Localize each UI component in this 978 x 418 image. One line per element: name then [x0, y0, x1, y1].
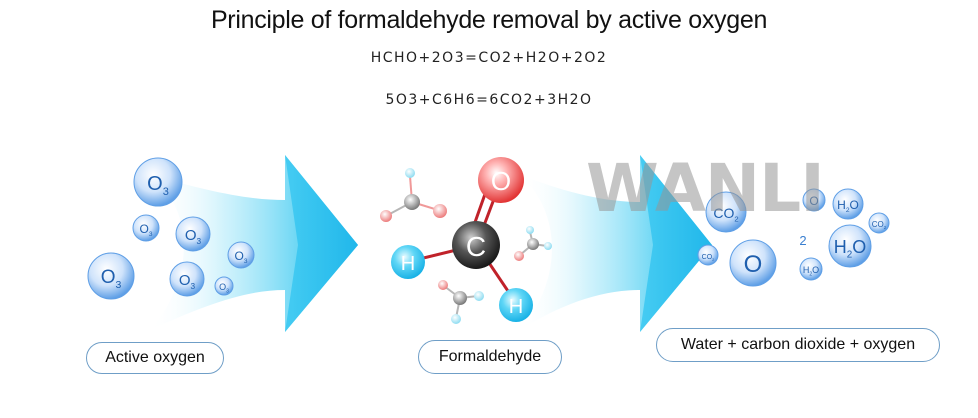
ozone-bubble: O3: [133, 157, 183, 207]
product-label: H2O: [834, 237, 867, 261]
product-label: O: [744, 251, 763, 278]
label-products: Water + carbon dioxide + oxygen: [656, 328, 940, 362]
carbon-atom-label: C: [466, 231, 486, 262]
diagram-title: Principle of formaldehyde removal by act…: [210, 6, 768, 34]
equation-formaldehyde: HCHO+2O3=CO2+H2O+2O2: [370, 50, 608, 66]
hydrogen-atom-right: H: [499, 288, 533, 322]
ozone-bubbles: O3 O3 O3 O3 O3 O3 O3: [87, 157, 255, 300]
carbon-atom: C: [452, 221, 500, 269]
flow-arrow-2: [520, 155, 712, 332]
equation-benzene: 5O3+C6H6=6CO2+3H2O: [385, 92, 593, 108]
product-label: CO2: [872, 220, 887, 230]
hydrogen-atom-left: H: [391, 245, 425, 279]
small-molecules: [380, 168, 552, 324]
ozone-bubble: O3: [214, 276, 234, 296]
product-label: O: [809, 194, 818, 208]
ozone-bubble: O3: [227, 241, 255, 269]
product-bubble: CO2: [705, 191, 747, 233]
product-bubble: H2O: [828, 224, 872, 268]
hydrogen-atom-label: H: [509, 296, 523, 318]
product-label: CO2: [713, 205, 738, 224]
ozone-label: O3: [219, 282, 229, 294]
product-bubbles: CO2 O O H2O CO2 H2O H2O CO2: [0, 0, 890, 287]
product-bubble: H2O: [832, 188, 864, 220]
product-bubble: O: [729, 239, 777, 287]
oxygen-atom: O: [478, 157, 524, 203]
oxygen-atom-label: O: [491, 166, 511, 196]
ozone-bubble: O3: [169, 261, 205, 297]
product-bubble: CO2: [697, 244, 719, 266]
product-bubble: H2O: [799, 257, 823, 281]
hydrogen-atom-label: H: [401, 253, 415, 275]
ozone-bubble: O3: [132, 214, 160, 242]
watermark: WANLI: [586, 150, 825, 227]
ozone-bubble: O3: [87, 252, 135, 300]
product-label: CO2: [702, 254, 715, 262]
coefficient-label: 2: [799, 233, 806, 248]
label-formaldehyde: Formaldehyde: [418, 340, 562, 374]
formaldehyde-molecule: O C H H: [391, 157, 533, 322]
product-bubble: O: [802, 188, 826, 212]
label-active-oxygen: Active oxygen: [86, 342, 224, 374]
product-label: H2O: [803, 265, 819, 277]
product-bubble: CO2: [868, 212, 890, 234]
ozone-bubble: O3: [175, 216, 211, 252]
product-label: O: [0, 0, 1, 1]
